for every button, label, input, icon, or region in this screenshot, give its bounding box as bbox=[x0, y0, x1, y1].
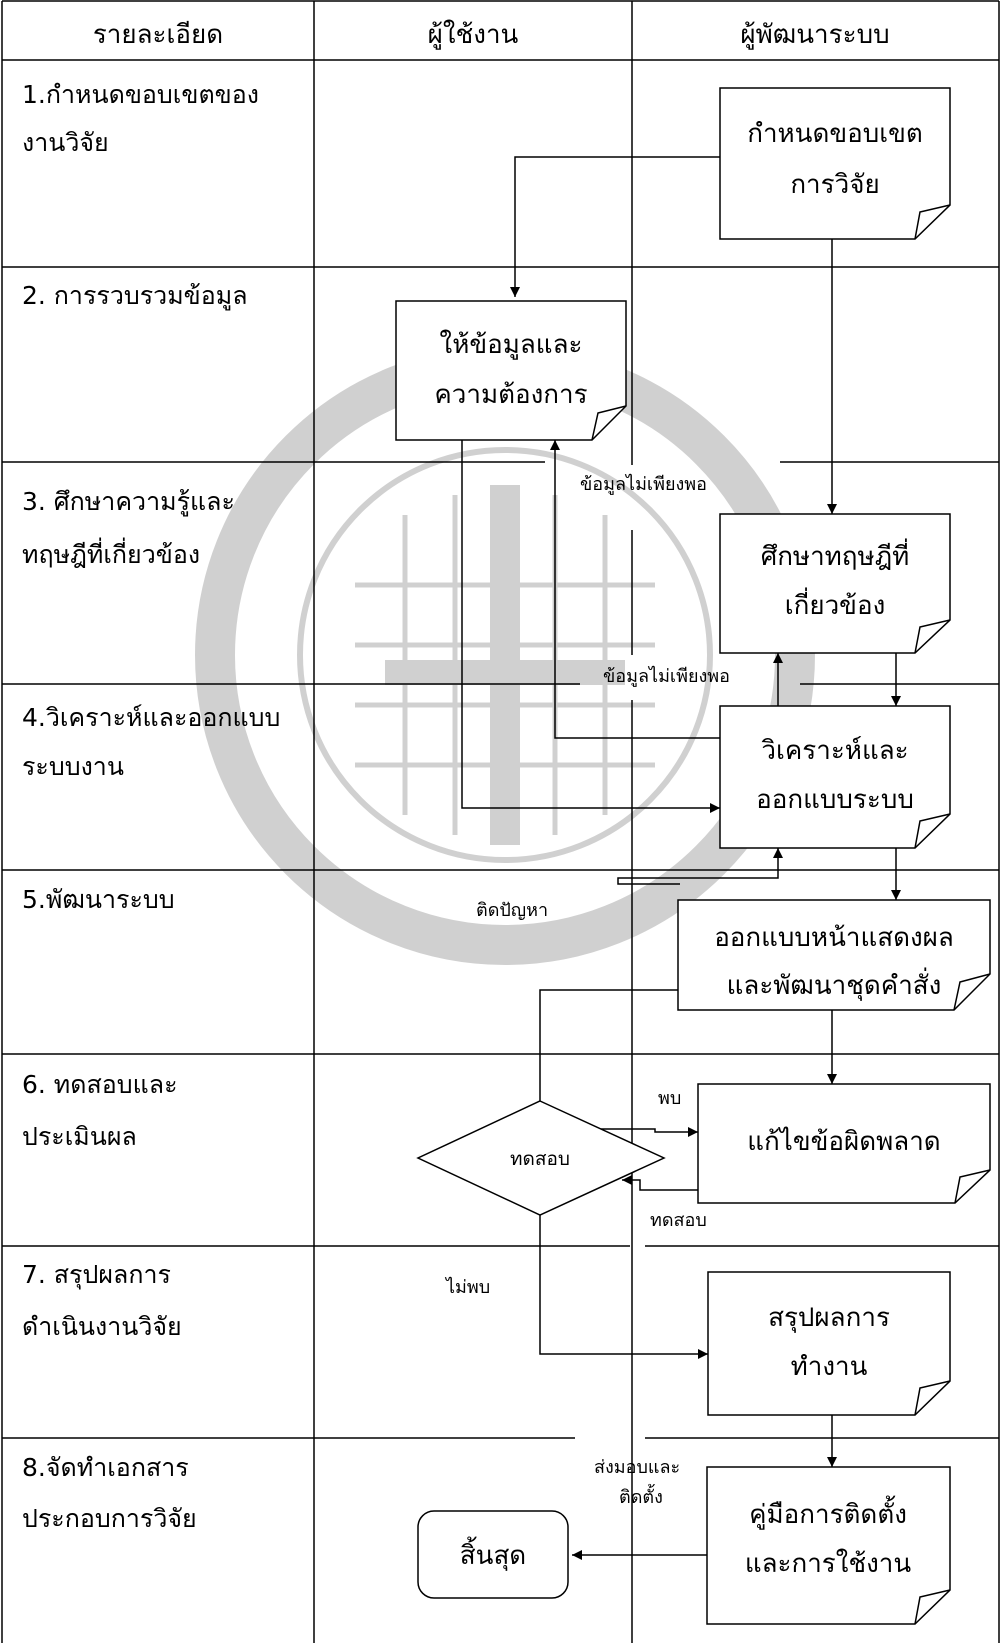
step-8-line2: ประกอบการวิจัย bbox=[22, 1504, 197, 1533]
provide-info-line1: ให้ข้อมูลและ bbox=[440, 330, 583, 360]
end-label: สิ้นสุด bbox=[460, 1536, 526, 1571]
arrow-test-to-summary bbox=[539, 1215, 708, 1359]
header-details: รายละเอียด bbox=[93, 20, 223, 50]
step-4-line2: ระบบงาน bbox=[22, 752, 124, 781]
edge-label-deliver-line2: ติดตั้ง bbox=[619, 1484, 663, 1508]
step-5-line1: 5.พัฒนาระบบ bbox=[22, 885, 175, 914]
arrow-scope-to-info bbox=[510, 156, 720, 297]
step-3-line1: 3. ศึกษาความรู้และ bbox=[22, 487, 235, 517]
arrow-develop-to-test bbox=[535, 989, 678, 1115]
header-user: ผู้ใช้งาน bbox=[428, 20, 519, 50]
step-1-line2: งานวิจัย bbox=[22, 128, 109, 157]
node-summarize bbox=[707, 1271, 951, 1416]
node-design-develop bbox=[677, 899, 991, 1011]
design-develop-line2: และพัฒนาชุดคำสั่ง bbox=[727, 967, 942, 1001]
analyze-design-line2: ออกแบบระบบ bbox=[756, 785, 914, 815]
step-6-line2: ประเมินผล bbox=[22, 1122, 137, 1151]
fix-errors-label: แก้ไขข้อผิดพลาด bbox=[747, 1126, 940, 1157]
edge-label-insufficient-1: ข้อมูลไม่เพียงพอ bbox=[580, 473, 707, 495]
design-develop-line1: ออกแบบหน้าแสดงผล bbox=[714, 923, 954, 953]
step-8-line1: 8.จัดทำเอกสาร bbox=[22, 1453, 189, 1482]
edge-label-not-found: ไม่พบ bbox=[444, 1276, 490, 1298]
arrow-fix-to-test bbox=[622, 1175, 698, 1191]
connectors bbox=[461, 156, 901, 1560]
study-theory-line1: ศึกษาทฤษฎีที่ bbox=[761, 538, 910, 572]
edge-label-problem: ติดปัญหา bbox=[476, 900, 548, 921]
row-separators bbox=[2, 266, 999, 1439]
node-manual bbox=[706, 1466, 951, 1625]
step-7-line1: 7. สรุปผลการ bbox=[22, 1260, 171, 1290]
manual-line2: และการใช้งาน bbox=[745, 1549, 912, 1579]
node-provide-info bbox=[395, 300, 627, 441]
study-theory-line2: เกี่ยวข้อง bbox=[785, 587, 886, 621]
arrow-info-to-analyze bbox=[461, 440, 720, 813]
step-labels: 1.กำหนดขอบเขตของ งานวิจัย 2. การรวบรวมข้… bbox=[22, 80, 280, 1533]
define-scope-line1: กำหนดขอบเขต bbox=[747, 119, 923, 149]
node-test-decision bbox=[416, 1100, 666, 1216]
step-7-line2: ดำเนินงานวิจัย bbox=[22, 1312, 182, 1341]
test-label: ทดสอบ bbox=[510, 1148, 570, 1170]
step-6-line1: 6. ทดสอบและ bbox=[22, 1070, 178, 1099]
arrow-analyze-to-info bbox=[550, 440, 720, 739]
step-4-line1: 4.วิเคราะห์และออกแบบ bbox=[22, 703, 280, 732]
summarize-line1: สรุปผลการ bbox=[768, 1303, 890, 1333]
node-define-scope bbox=[719, 87, 951, 240]
node-fix-errors bbox=[697, 1083, 991, 1204]
define-scope-line2: การวิจัย bbox=[790, 170, 879, 200]
step-2-line1: 2. การรวบรวมข้อมูล bbox=[22, 281, 248, 311]
node-analyze-design bbox=[719, 705, 951, 849]
edge-label-found: พบ bbox=[658, 1088, 681, 1109]
step-1-line1: 1.กำหนดขอบเขตของ bbox=[22, 80, 259, 109]
step-3-line2: ทฤษฎีที่เกี่ยวข้อง bbox=[22, 537, 200, 569]
edge-label-insufficient-2: ข้อมูลไม่เพียงพอ bbox=[603, 665, 730, 687]
node-end-terminator bbox=[417, 1510, 569, 1599]
manual-line1: คู่มือการติดตั้ง bbox=[749, 1495, 907, 1530]
node-study-theory bbox=[719, 513, 951, 654]
arrow-test-to-fix bbox=[594, 1127, 698, 1137]
edge-label-deliver-line1: ส่งมอบและ bbox=[594, 1457, 680, 1478]
summarize-line2: ทำงาน bbox=[791, 1352, 868, 1382]
header-developer: ผู้พัฒนาระบบ bbox=[740, 20, 889, 50]
analyze-design-line1: วิเคราะห์และ bbox=[761, 736, 909, 766]
provide-info-line2: ความต้องการ bbox=[434, 380, 587, 410]
edge-label-retest: ทดสอบ bbox=[650, 1210, 707, 1231]
arrow-develop-to-analyze bbox=[617, 848, 783, 885]
